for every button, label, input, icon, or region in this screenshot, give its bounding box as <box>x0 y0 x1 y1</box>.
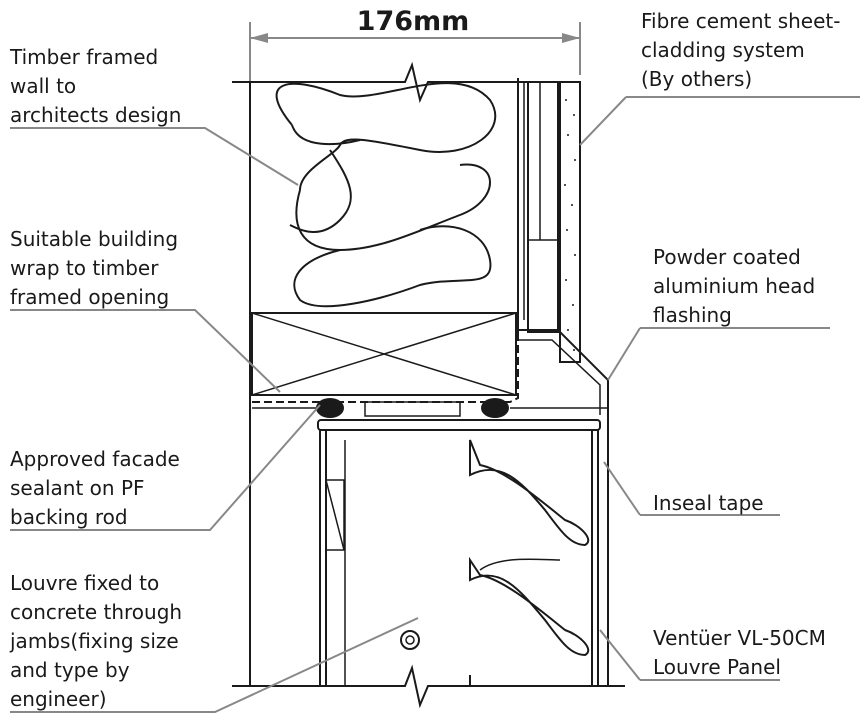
callout-line: Louvre fixed to <box>10 571 159 595</box>
callout-building-wrap: Suitable building wrap to timber framed … <box>10 227 178 309</box>
width-dimension: 176mm <box>249 6 581 82</box>
callout-line: backing rod <box>10 505 128 529</box>
leader-lines <box>10 96 860 713</box>
callout-line: wall to <box>10 74 76 98</box>
head-flashing <box>518 329 609 420</box>
callout-line: Inseal tape <box>653 491 764 515</box>
callout-line: flashing <box>653 303 732 327</box>
width-dimension-label: 176mm <box>357 6 470 37</box>
louvre-frame <box>317 419 601 686</box>
callout-line: jambs(fixing size <box>9 629 179 653</box>
callout-louvre-fixing: Louvre fixed to concrete through jambs(f… <box>9 571 182 711</box>
callout-line: architects design <box>10 103 181 127</box>
callout-cladding: Fibre cement sheet- cladding system (By … <box>641 9 840 91</box>
callout-head-flashing: Powder coated aluminium head flashing <box>653 245 815 327</box>
callout-line: and type by <box>10 658 130 682</box>
callout-line: Louvre Panel <box>653 655 781 679</box>
callout-line: Ventüer VL-50CM <box>653 626 826 650</box>
timber-lintel <box>251 312 517 396</box>
callout-facade-sealant: Approved facade sealant on PF backing ro… <box>10 447 180 529</box>
callout-line: framed opening <box>10 285 169 309</box>
callout-line: aluminium head <box>653 274 815 298</box>
jamb-walls <box>232 61 625 709</box>
callout-louvre-panel: Ventüer VL-50CM Louvre Panel <box>653 626 826 679</box>
callout-line: Powder coated <box>653 245 801 269</box>
louvre-fixing <box>400 630 420 650</box>
callout-line: Approved facade <box>10 447 180 471</box>
callout-line: (By others) <box>641 67 752 91</box>
insulation-batts <box>275 82 497 308</box>
callout-line: Suitable building <box>10 227 178 251</box>
callout-line: cladding system <box>641 38 805 62</box>
callout-timber-wall: Timber framed wall to architects design <box>9 45 181 127</box>
backing-rod-sealant <box>252 398 608 418</box>
callout-line: Timber framed <box>9 45 158 69</box>
cladding-system <box>527 81 581 363</box>
building-wrap-line <box>252 82 525 403</box>
callout-line: concrete through <box>10 600 182 624</box>
callout-line: sealant on PF <box>10 476 145 500</box>
callout-inseal-tape: Inseal tape <box>653 491 764 515</box>
callout-line: engineer) <box>10 687 107 711</box>
callout-line: wrap to timber <box>10 256 159 280</box>
callout-line: Fibre cement sheet- <box>641 9 840 33</box>
louvre-blades <box>469 439 590 686</box>
